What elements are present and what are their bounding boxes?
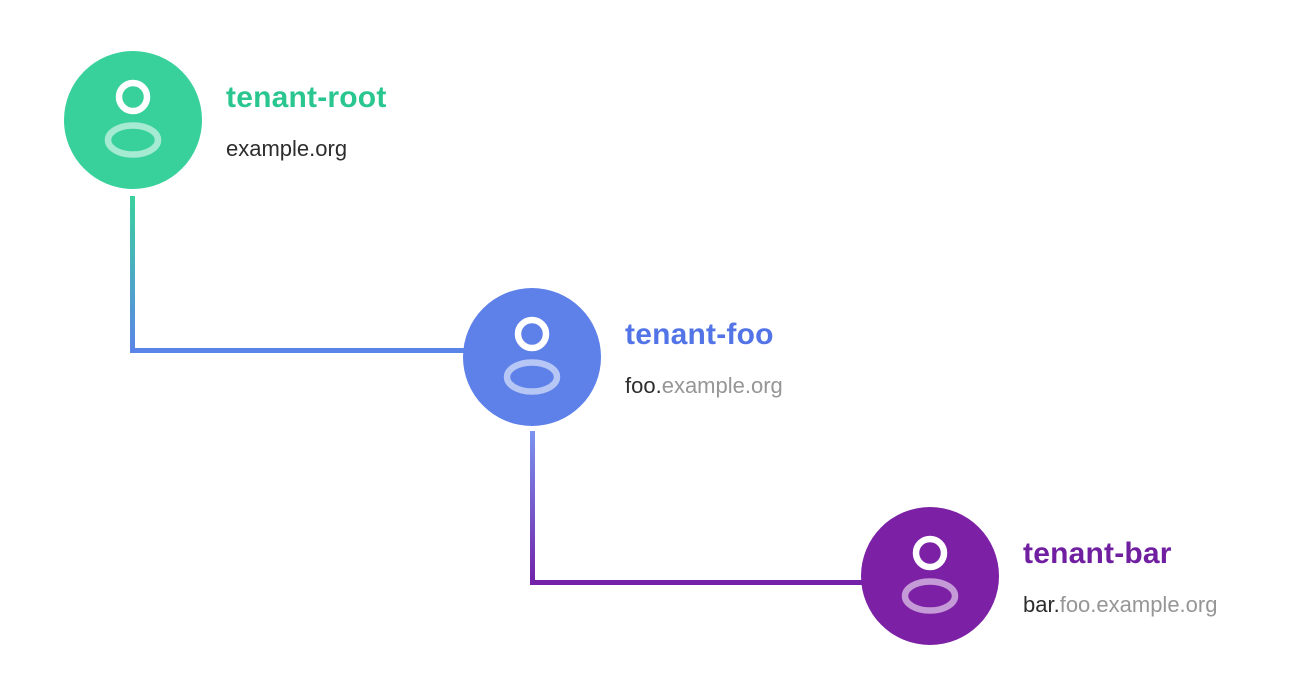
domain-own: example.org [226,136,348,161]
node-domain: bar.foo.example.org [1023,592,1217,618]
connector-foo-bar-horizontal [530,580,863,585]
node-tenant-bar: tenant-bar bar.foo.example.org [861,507,1300,667]
node-title: tenant-bar [1023,537,1172,570]
domain-own: bar. [1023,592,1060,617]
connector-foo-bar-vertical [530,431,535,585]
connector-root-foo-horizontal [130,348,464,353]
avatar-tenant-bar [861,507,999,645]
user-icon [901,535,959,614]
user-icon [104,79,162,158]
node-domain: foo.example.org [625,373,783,399]
avatar-tenant-root [64,51,202,189]
node-title: tenant-foo [625,318,774,351]
node-domain: example.org [226,136,347,162]
connector-root-foo-vertical [130,196,135,353]
avatar-tenant-foo [463,288,601,426]
node-title: tenant-root [226,81,387,114]
domain-inherited: foo.example.org [1059,592,1218,617]
domain-inherited: example.org [661,373,783,398]
user-icon [503,316,561,395]
node-tenant-foo: tenant-foo foo.example.org [463,288,903,448]
domain-own: foo. [625,373,662,398]
node-tenant-root: tenant-root example.org [64,51,504,211]
